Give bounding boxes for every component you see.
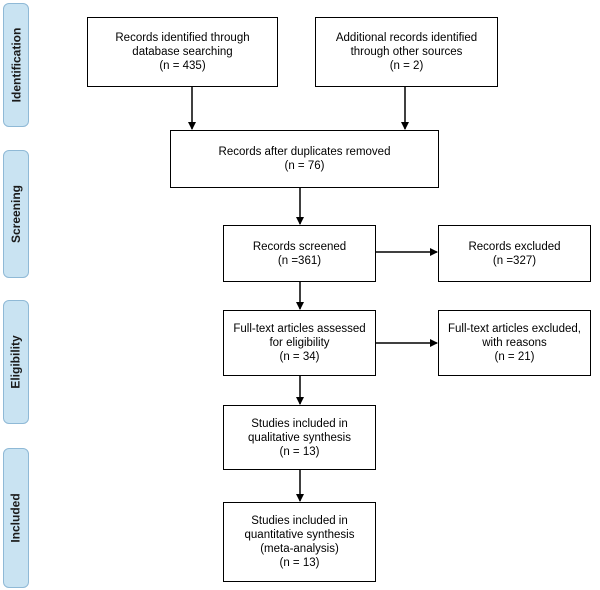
db-search-text: Records identified through database sear… xyxy=(115,32,250,72)
stage-identification: Identification xyxy=(3,3,29,127)
screened-text: Records screened (n =361) xyxy=(252,240,347,267)
stage-screening: Screening xyxy=(3,150,29,278)
fulltext-assessed-text: Full-text articles assessed for eligibil… xyxy=(233,323,366,363)
excluded-box: Records excluded (n =327) xyxy=(438,225,591,282)
after-duplicates-box: Records after duplicates removed (n = 76… xyxy=(170,130,439,188)
stage-included: Included xyxy=(3,448,29,588)
stage-identification-label: Identification xyxy=(9,27,24,103)
stage-eligibility-label: Eligibility xyxy=(9,335,23,389)
fulltext-assessed-box: Full-text articles assessed for eligibil… xyxy=(223,310,376,376)
fulltext-excluded-text: Full-text articles excluded, with reason… xyxy=(448,323,581,363)
quantitative-box: Studies included in quantitative synthes… xyxy=(223,502,376,582)
stage-included-label: Included xyxy=(9,493,23,543)
quantitative-text: Studies included in quantitative synthes… xyxy=(244,515,355,569)
stage-screening-label: Screening xyxy=(9,184,23,244)
after-duplicates-text: Records after duplicates removed (n = 76… xyxy=(218,146,391,172)
excluded-text: Records excluded (n =327) xyxy=(468,240,561,267)
stage-eligibility: Eligibility xyxy=(3,300,29,424)
qualitative-text: Studies included in qualitative synthesi… xyxy=(248,417,351,458)
qualitative-box: Studies included in qualitative synthesi… xyxy=(223,405,376,470)
other-sources-text: Additional records identified through ot… xyxy=(335,32,478,72)
db-search-box: Records identified through database sear… xyxy=(87,17,278,87)
other-sources-box: Additional records identified through ot… xyxy=(315,17,498,87)
screened-box: Records screened (n =361) xyxy=(223,225,376,282)
fulltext-excluded-box: Full-text articles excluded, with reason… xyxy=(438,310,591,376)
